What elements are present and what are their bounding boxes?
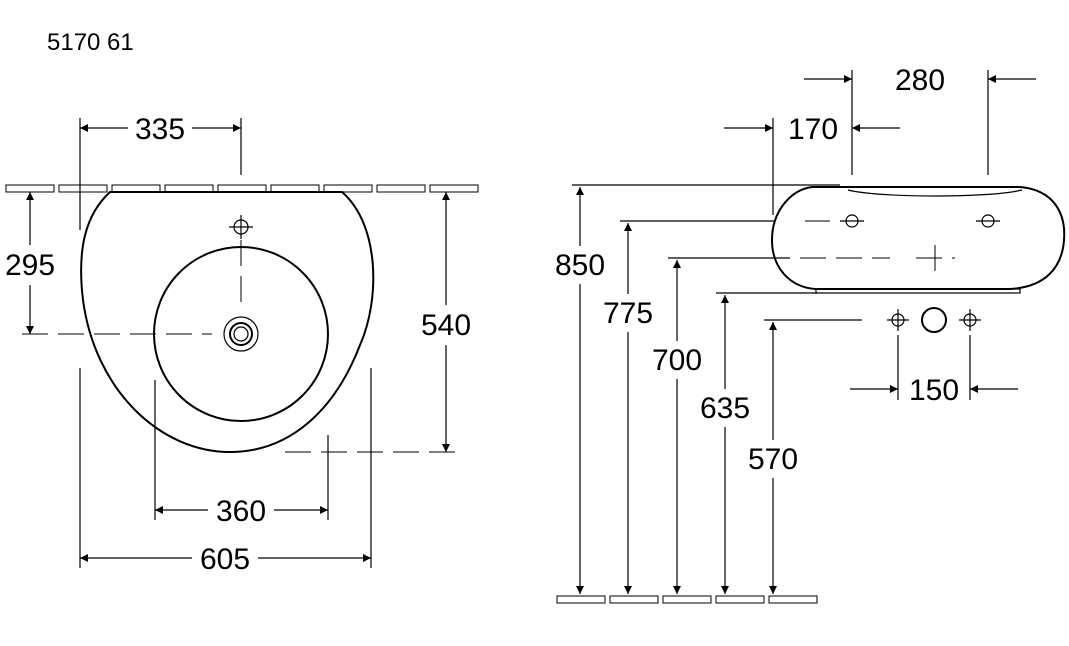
dim-635: 635 bbox=[700, 392, 750, 425]
side-view: 850 775 700 635 570 170 280 150 bbox=[555, 64, 1066, 604]
front-view: 335 295 540 360 605 bbox=[5, 113, 479, 576]
waste-fittings bbox=[887, 307, 981, 333]
dim-170: 170 bbox=[788, 113, 838, 146]
side-hole-right-icon bbox=[976, 214, 1000, 228]
dim-775: 775 bbox=[603, 297, 653, 330]
dim-700: 700 bbox=[652, 344, 702, 377]
dim-360: 360 bbox=[216, 495, 266, 528]
dim-570: 570 bbox=[748, 443, 798, 476]
dim-335: 335 bbox=[135, 113, 185, 146]
tap-hole-icon bbox=[229, 215, 253, 239]
side-hole-left-icon bbox=[840, 214, 864, 228]
dim-295: 295 bbox=[5, 249, 55, 282]
dim-280: 280 bbox=[895, 64, 945, 97]
drain-icon bbox=[223, 316, 259, 352]
dim-850: 850 bbox=[555, 249, 605, 282]
basin-outline bbox=[80, 191, 375, 454]
wall-tiles bbox=[5, 184, 479, 193]
product-code: 5170 61 bbox=[47, 29, 134, 56]
dim-540: 540 bbox=[421, 309, 471, 342]
floor-tiles bbox=[556, 595, 818, 604]
dim-605: 605 bbox=[200, 543, 250, 576]
basin-side-outline bbox=[770, 186, 1066, 290]
dim-150: 150 bbox=[909, 374, 959, 407]
